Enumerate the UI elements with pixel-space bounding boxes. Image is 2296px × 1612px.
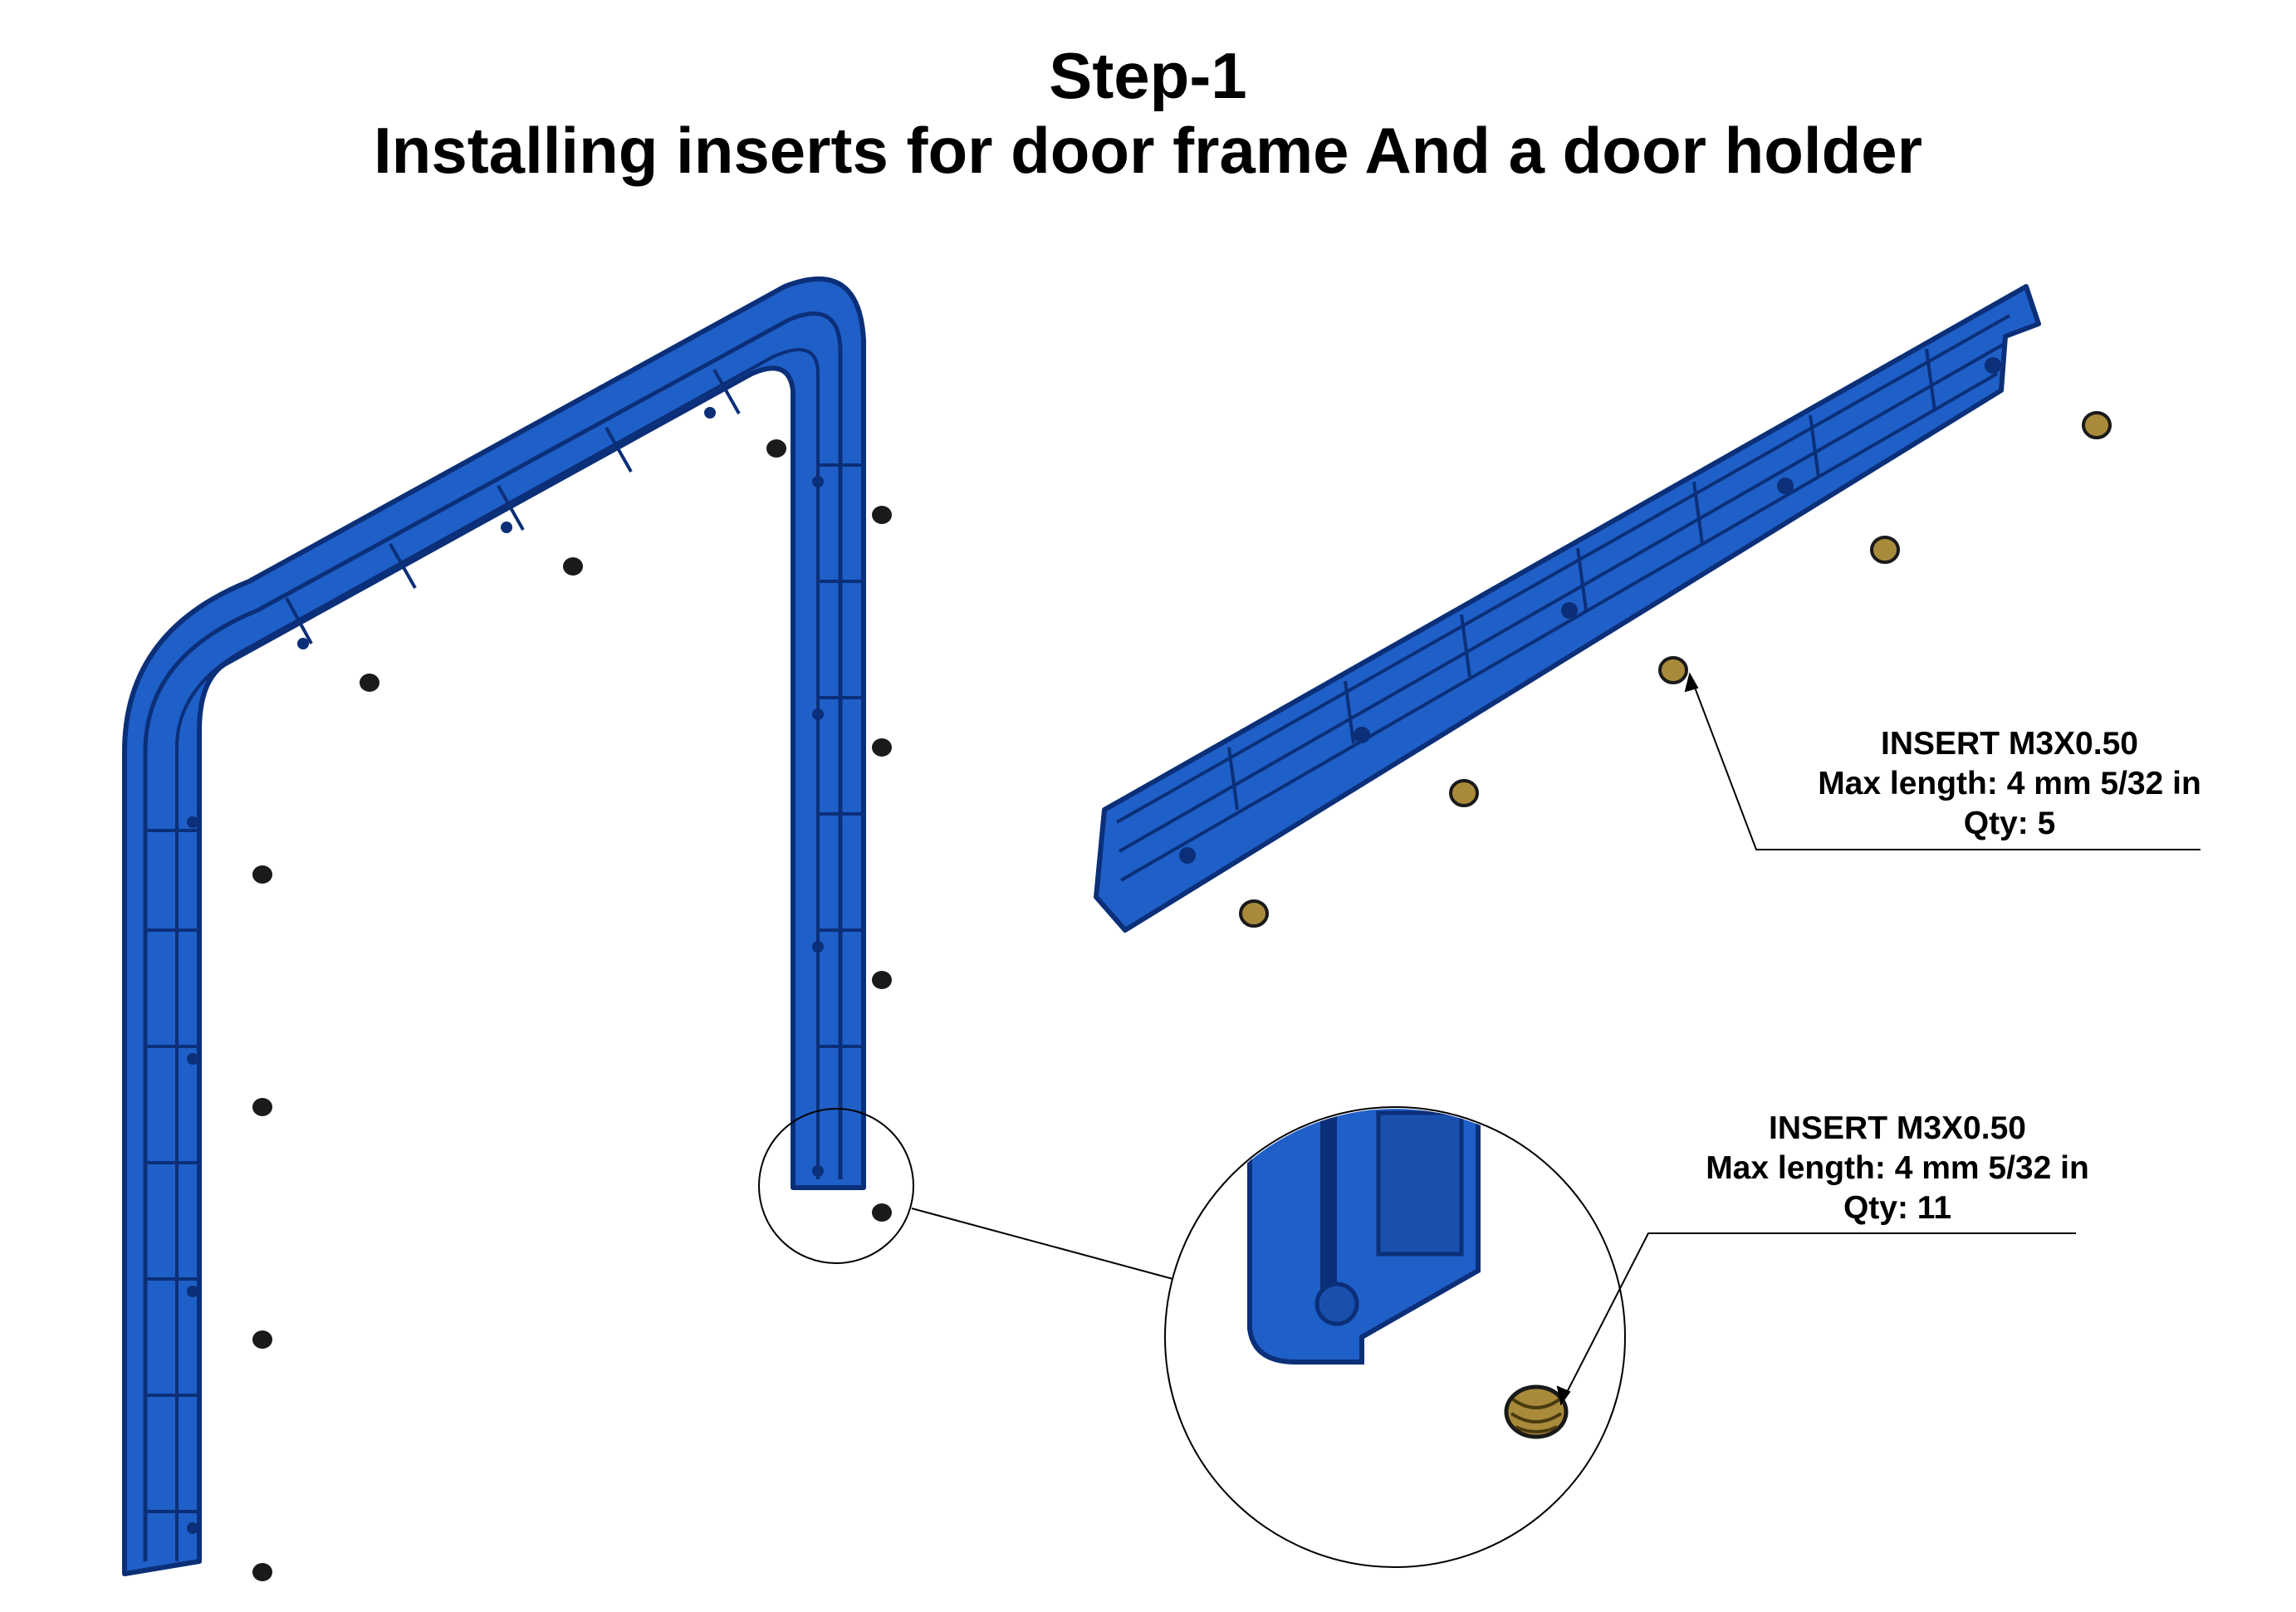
door-frame-part <box>122 277 866 1576</box>
callout-insert-holder: INSERT M3X0.50 Max length: 4 mm 5/32 in … <box>1719 724 2296 844</box>
door-holder-part <box>1094 284 2041 933</box>
callout-part-name: INSERT M3X0.50 <box>1769 1110 2026 1146</box>
threaded-insert-group-holder <box>1239 411 2112 928</box>
step-subtitle: Installing inserts for door frame And a … <box>374 114 1922 187</box>
callout-part-name: INSERT M3X0.50 <box>1881 726 2138 762</box>
threaded-insert-group-frame <box>252 439 892 1581</box>
callout-b-leader <box>1556 1232 2076 1406</box>
callout-quantity: Qty: 5 <box>1963 806 2056 841</box>
callout-quantity: Qty: 11 <box>1843 1190 1952 1226</box>
callout-max-length: Max length: 4 mm 5/32 in <box>1818 766 2201 801</box>
threaded-insert-enlarged <box>1504 1384 1569 1439</box>
detail-magnifier-circle <box>758 1106 1626 1568</box>
callout-max-length: Max length: 4 mm 5/32 in <box>1706 1150 2089 1186</box>
step-title: Step-1 <box>1049 39 1247 112</box>
callout-a-leader <box>1684 672 2201 850</box>
detail-enlarged-view <box>1247 1109 1569 1439</box>
callout-insert-frame: INSERT M3X0.50 Max length: 4 mm 5/32 in … <box>1607 1109 2188 1228</box>
